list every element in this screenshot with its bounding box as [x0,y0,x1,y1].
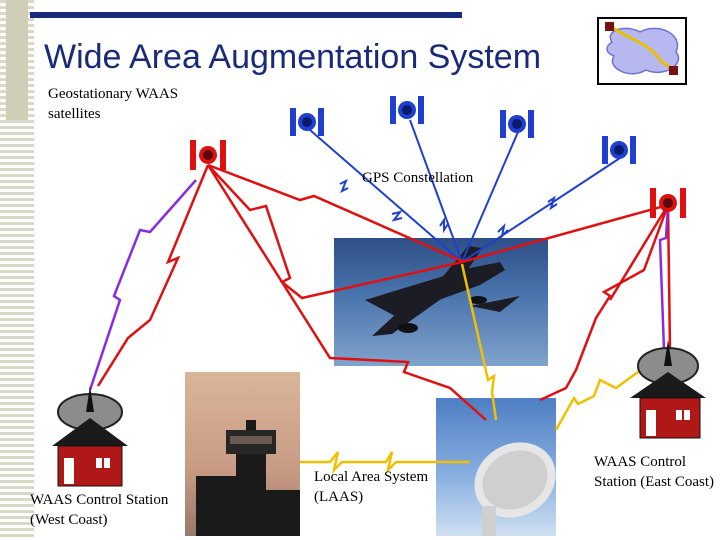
title-rule [30,12,462,18]
uplink-lines [88,179,670,391]
gps-satellite-icon [290,96,636,164]
laas-signal-lines [300,263,661,474]
ground-station-icon [630,340,706,439]
geo-satellites-label: Geostationary WAAS satellites [48,86,179,122]
west-station-label: WAAS Control Station (West Coast) [30,492,169,528]
east-station-label: WAAS Control Station (East Coast) [594,454,714,490]
airplane-icon [365,246,520,336]
waas-signal-lines [96,163,672,421]
left-border-accent [6,0,28,120]
control-tower-icon [196,420,300,536]
gps-constellation-label: GPS Constellation [362,170,474,186]
gps-signal-lines [309,119,621,263]
geo-satellite-icon [190,140,686,218]
ground-station-icon [52,386,128,487]
slide-title: Wide Area Augmentation System [44,38,542,76]
waas-logo-icon [597,17,687,85]
radar-dish-icon [474,442,556,536]
laas-label: Local Area System (LAAS) [314,469,429,505]
